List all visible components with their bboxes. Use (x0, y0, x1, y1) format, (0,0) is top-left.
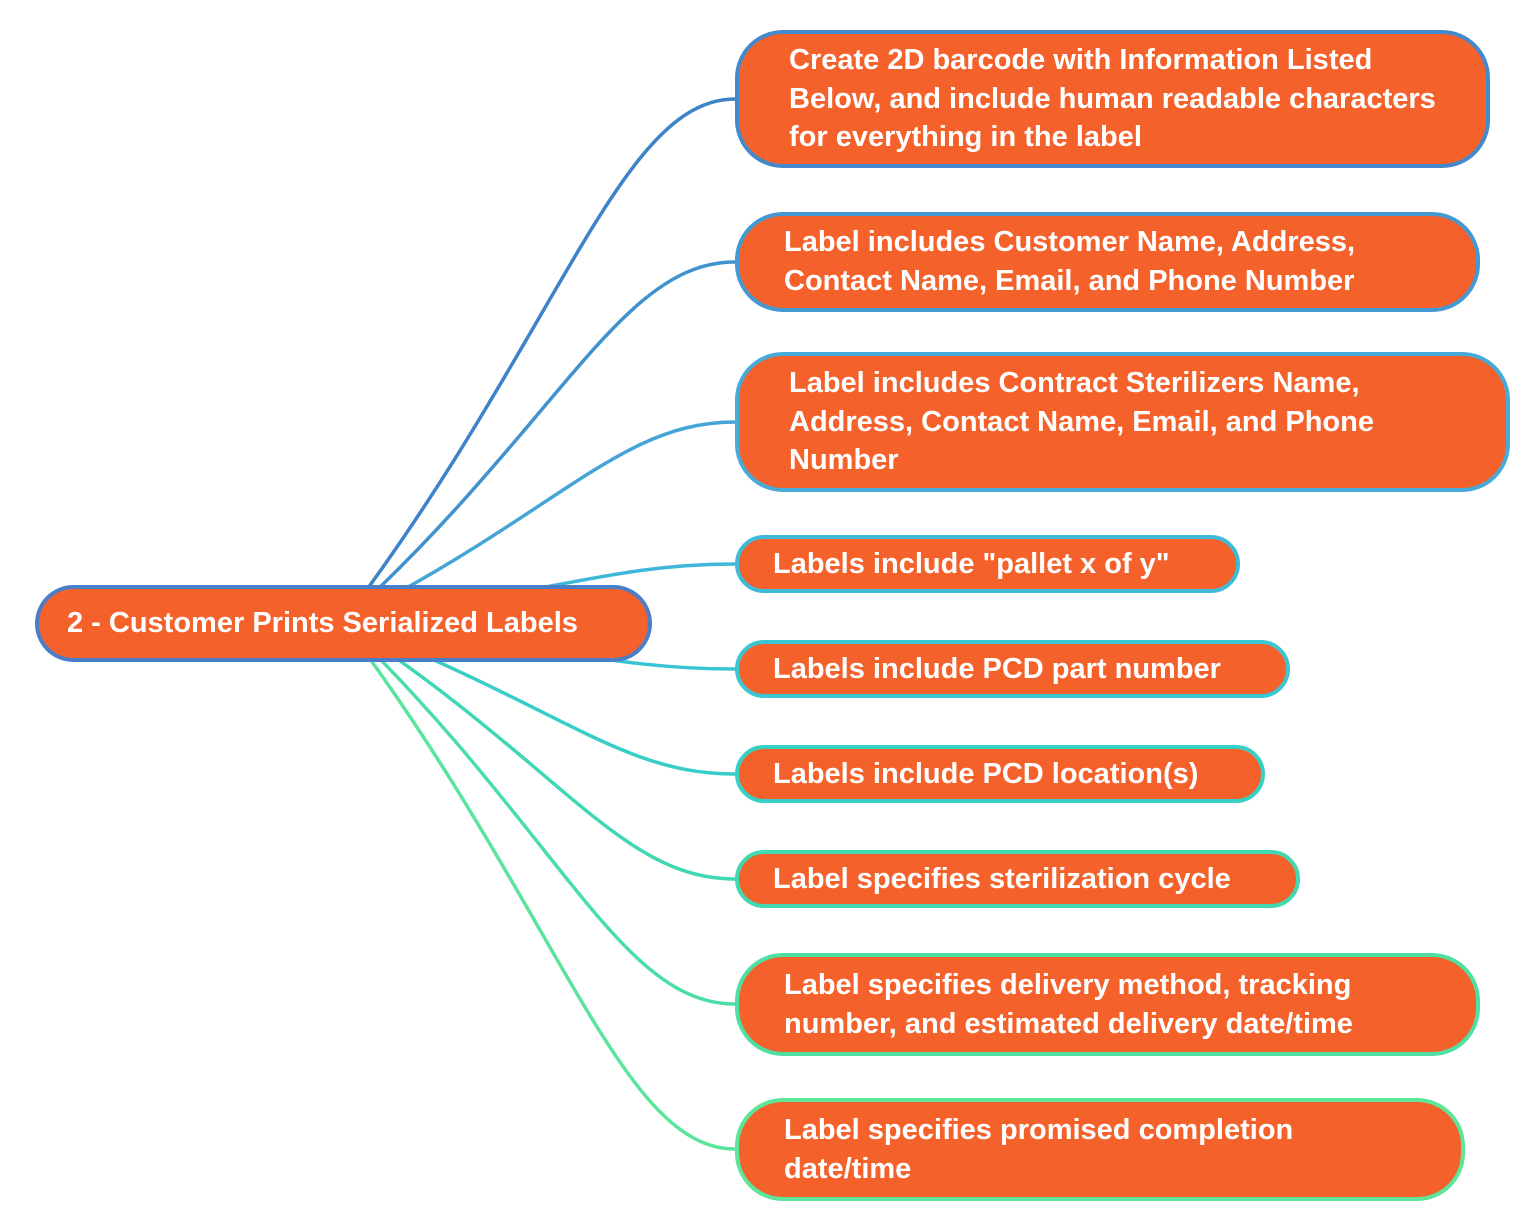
mindmap-node-pcd-part-number[interactable]: Labels include PCD part number (735, 640, 1290, 698)
mindmap-node-pcd-locations[interactable]: Labels include PCD location(s) (735, 745, 1265, 803)
mindmap-node-barcode[interactable]: Create 2D barcode with Information Liste… (735, 30, 1490, 168)
mindmap-node-sterilizer-info[interactable]: Label includes Contract Sterilizers Name… (735, 352, 1510, 492)
link-curve (341, 420, 737, 624)
link-curve (341, 97, 737, 624)
link-curve (341, 620, 737, 1151)
link-curve (341, 620, 737, 881)
mindmap-node-pallet-count[interactable]: Labels include "pallet x of y" (735, 535, 1240, 593)
mindmap-root-node[interactable]: 2 - Customer Prints Serialized Labels (35, 585, 652, 662)
link-curve (341, 260, 737, 624)
link-curve (341, 620, 737, 1006)
mindmap-node-delivery-info[interactable]: Label specifies delivery method, trackin… (735, 953, 1480, 1056)
mindmap-node-completion-date[interactable]: Label specifies promised completion date… (735, 1098, 1465, 1201)
mindmap-node-customer-info[interactable]: Label includes Customer Name, Address, C… (735, 212, 1480, 312)
mindmap-node-sterilization-cycle[interactable]: Label specifies sterilization cycle (735, 850, 1300, 908)
